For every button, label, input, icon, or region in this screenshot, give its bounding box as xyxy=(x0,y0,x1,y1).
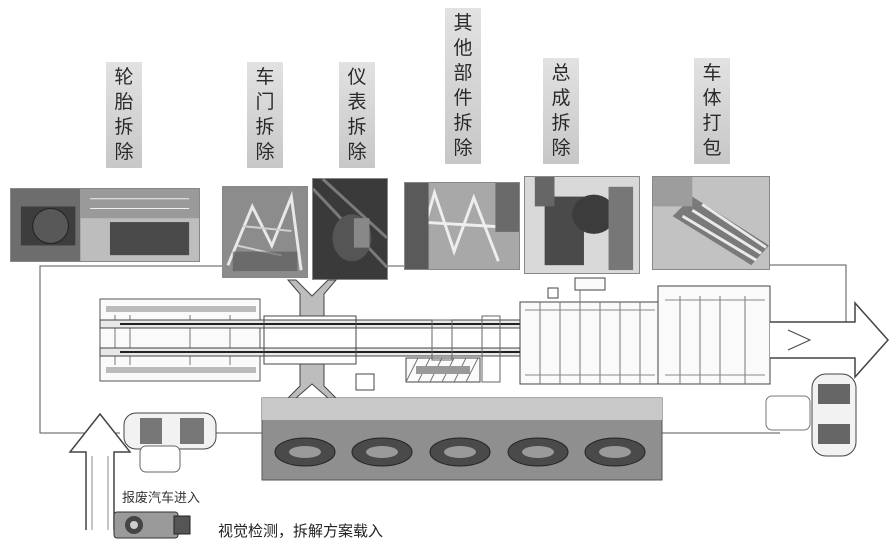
stage-label-char: 打 xyxy=(702,112,722,134)
car-icon xyxy=(765,373,857,457)
small-station-a xyxy=(431,319,453,361)
arrow-up-icon xyxy=(68,412,132,530)
stage-label-char: 他 xyxy=(453,37,473,59)
stage-label-char: 轮 xyxy=(114,66,134,88)
stage-label-char: 拆 xyxy=(453,112,473,134)
stage-label-assembly: 总 成 拆 除 xyxy=(543,58,579,164)
stage-label-char: 拆 xyxy=(255,116,275,138)
left-station xyxy=(99,298,261,382)
stage-label-char: 成 xyxy=(551,87,571,109)
stage-label-char: 除 xyxy=(347,141,367,163)
small-station-b xyxy=(481,315,501,383)
entry-label: 报废汽车进入 xyxy=(120,487,203,506)
body-pack-photo xyxy=(652,176,770,270)
stage-label-char: 仪 xyxy=(347,66,367,88)
vision-inspection-caption: 视觉检测，拆解方案载入 xyxy=(218,522,384,540)
tire-storage-photo xyxy=(261,397,663,481)
stage-label-char: 体 xyxy=(702,87,722,109)
hatched-box xyxy=(405,357,481,383)
stage-label-char: 其 xyxy=(453,12,473,34)
down-arrow-icon xyxy=(286,363,338,399)
arrow-right-icon xyxy=(770,301,890,379)
stage-label-char: 车 xyxy=(255,66,275,88)
stage-label-char: 拆 xyxy=(114,116,134,138)
stage-label-body-pack: 车 体 打 包 xyxy=(694,58,730,164)
assembly-removal-photo xyxy=(524,176,640,274)
door-removal-photo xyxy=(222,186,308,278)
car-icon xyxy=(123,412,217,473)
stage-label-dashboard: 仪 表 拆 除 xyxy=(339,62,375,168)
stage-label-char: 表 xyxy=(347,91,367,113)
stage-label-char: 除 xyxy=(453,137,473,159)
other-parts-removal-photo xyxy=(404,182,520,270)
y-split-icon xyxy=(286,279,338,317)
stage-label-char: 胎 xyxy=(114,91,134,113)
stage-label-char: 除 xyxy=(255,141,275,163)
tire-removal-photo xyxy=(10,188,200,262)
stage-label-char: 包 xyxy=(702,137,722,159)
stage-label-char: 件 xyxy=(453,87,473,109)
stage-label-other-parts: 其 他 部 件 拆 除 xyxy=(445,8,481,164)
stage-label-char: 除 xyxy=(551,137,571,159)
flow-top-line xyxy=(200,264,847,330)
stage-label-char: 车 xyxy=(702,62,722,84)
camera-icon xyxy=(113,511,191,539)
stage-label-char: 门 xyxy=(255,91,275,113)
stage-label-tire: 轮 胎 拆 除 xyxy=(106,62,142,168)
stage-label-char: 拆 xyxy=(551,112,571,134)
stage-label-char: 拆 xyxy=(347,116,367,138)
stage-label-char: 除 xyxy=(114,141,134,163)
dashboard-removal-photo xyxy=(312,178,388,280)
right-machinery xyxy=(519,277,771,385)
flow-loop-line xyxy=(39,265,200,434)
stage-label-char: 部 xyxy=(453,62,473,84)
stage-label-door: 车 门 拆 除 xyxy=(247,62,283,168)
small-block xyxy=(355,373,375,391)
stage-label-char: 总 xyxy=(551,62,571,84)
